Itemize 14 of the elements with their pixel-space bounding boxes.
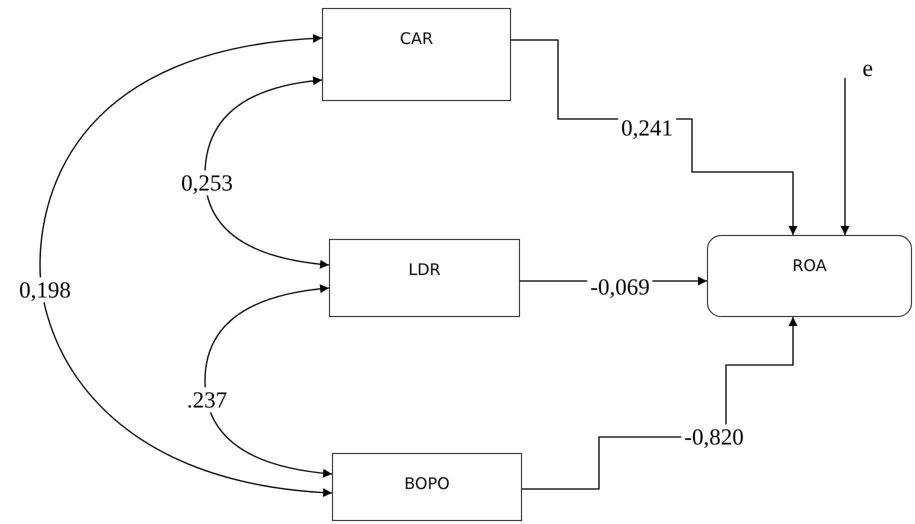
double-headed-arrow	[39, 34, 332, 497]
variable-name: ROA	[792, 256, 827, 276]
variable-box	[322, 8, 511, 101]
variable-box	[332, 453, 522, 521]
edge-label: 0,241	[618, 115, 676, 141]
variable-name: CAR	[400, 29, 434, 48]
arrow	[840, 78, 850, 235]
double-headed-arrow	[204, 284, 332, 478]
variable-name: LDR	[408, 260, 441, 280]
outcome-box	[707, 235, 912, 317]
variable-box	[329, 239, 520, 317]
double-headed-arrow	[204, 76, 330, 268]
variable-name: BOPO	[404, 474, 450, 494]
error-term-label: e	[843, 56, 873, 82]
